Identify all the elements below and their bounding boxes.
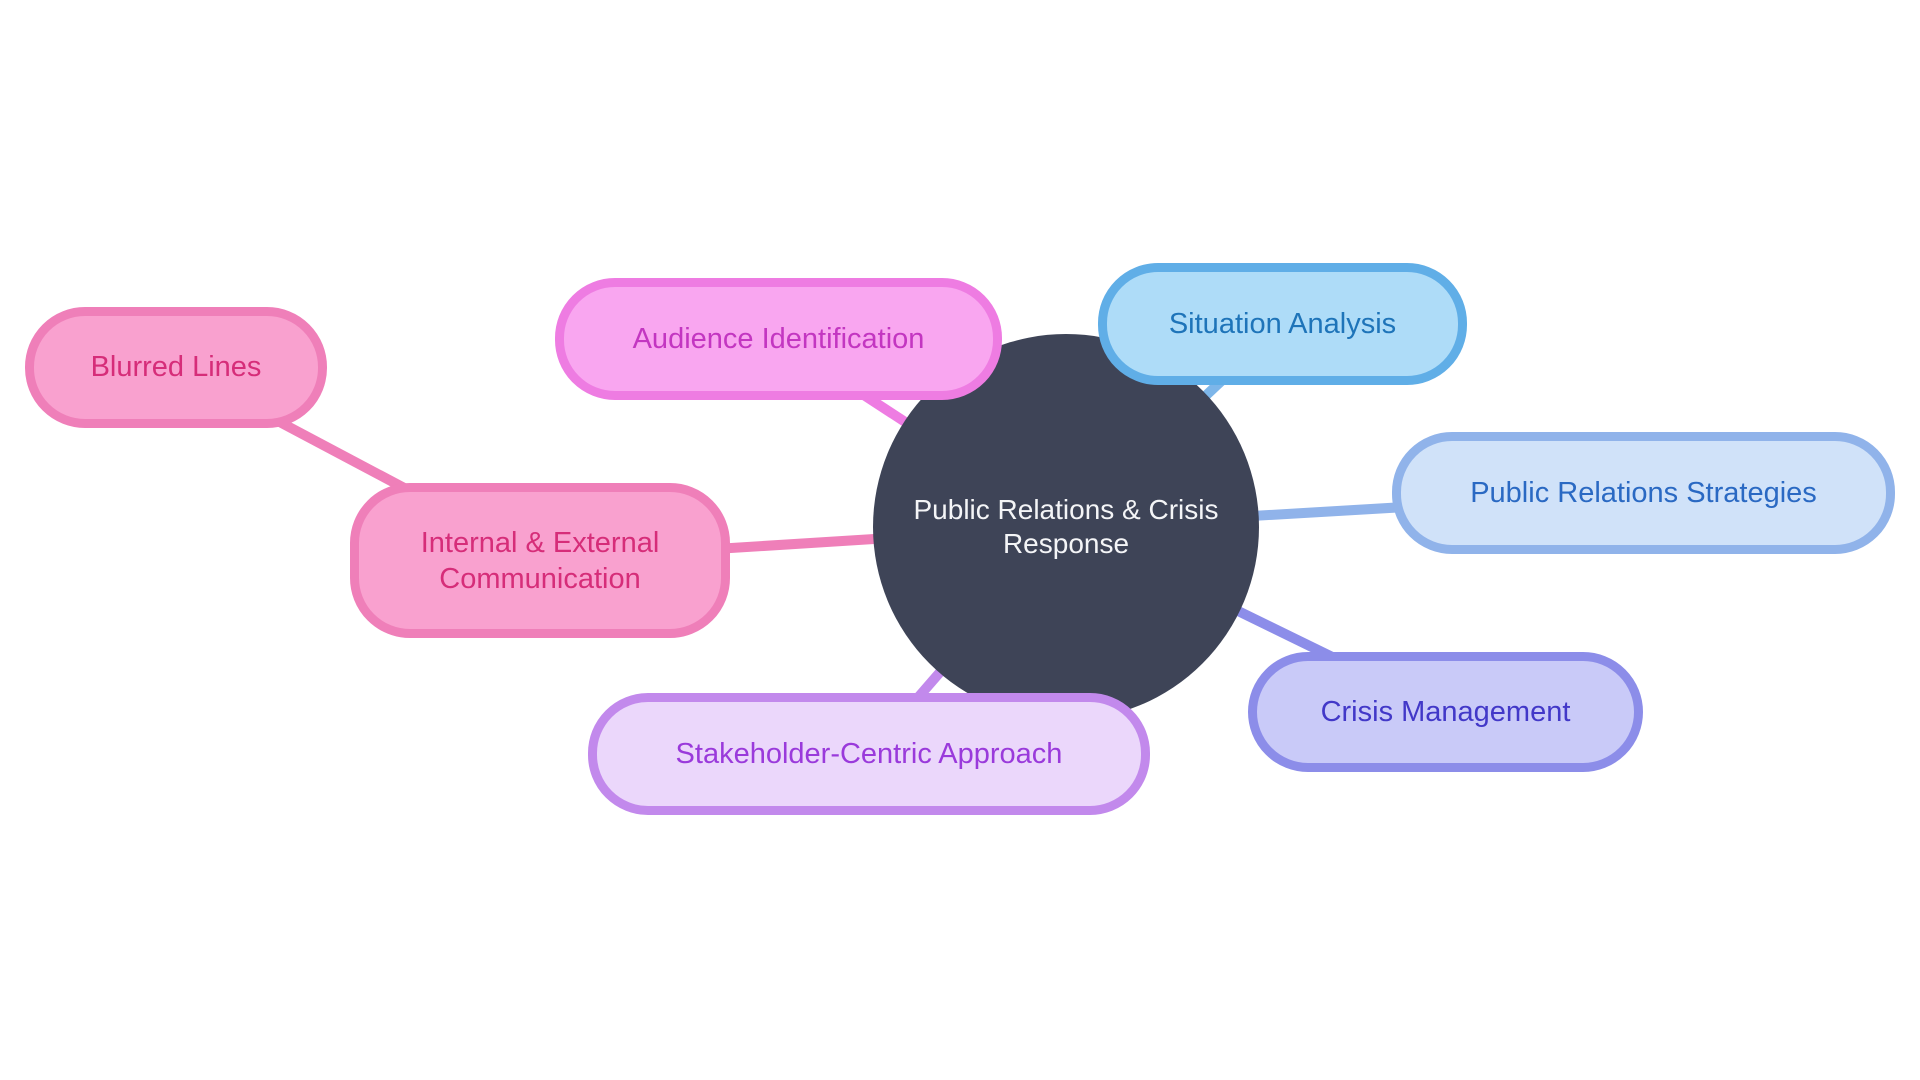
node-audience-identification-label: Audience Identification bbox=[632, 322, 925, 355]
node-situation-analysis[interactable]: Situation Analysis bbox=[1098, 263, 1467, 385]
center-node-public-relations-crisis-response[interactable]: Public Relations & Crisis Response bbox=[873, 334, 1259, 720]
node-public-relations-strategies-label: Public Relations Strategies bbox=[1470, 476, 1817, 509]
node-public-relations-strategies[interactable]: Public Relations Strategies bbox=[1392, 432, 1895, 554]
node-situation-analysis-label: Situation Analysis bbox=[1168, 307, 1397, 340]
node-audience-identification[interactable]: Audience Identification bbox=[555, 278, 1002, 400]
node-crisis-management-label: Crisis Management bbox=[1320, 695, 1571, 728]
node-blurred-lines-label: Blurred Lines bbox=[90, 351, 262, 383]
node-internal-external-communication[interactable]: Internal & External Communication bbox=[350, 483, 730, 638]
node-stakeholder-centric-approach-label: Stakeholder-Centric Approach bbox=[675, 737, 1063, 770]
node-crisis-management[interactable]: Crisis Management bbox=[1248, 652, 1643, 772]
center-node-label: Public Relations & Crisis Response bbox=[913, 494, 1219, 559]
node-stakeholder-centric-approach[interactable]: Stakeholder-Centric Approach bbox=[588, 693, 1150, 815]
node-blurred-lines[interactable]: Blurred Lines bbox=[25, 307, 327, 428]
node-internal-external-communication-label: Internal & External Communication bbox=[420, 526, 660, 595]
